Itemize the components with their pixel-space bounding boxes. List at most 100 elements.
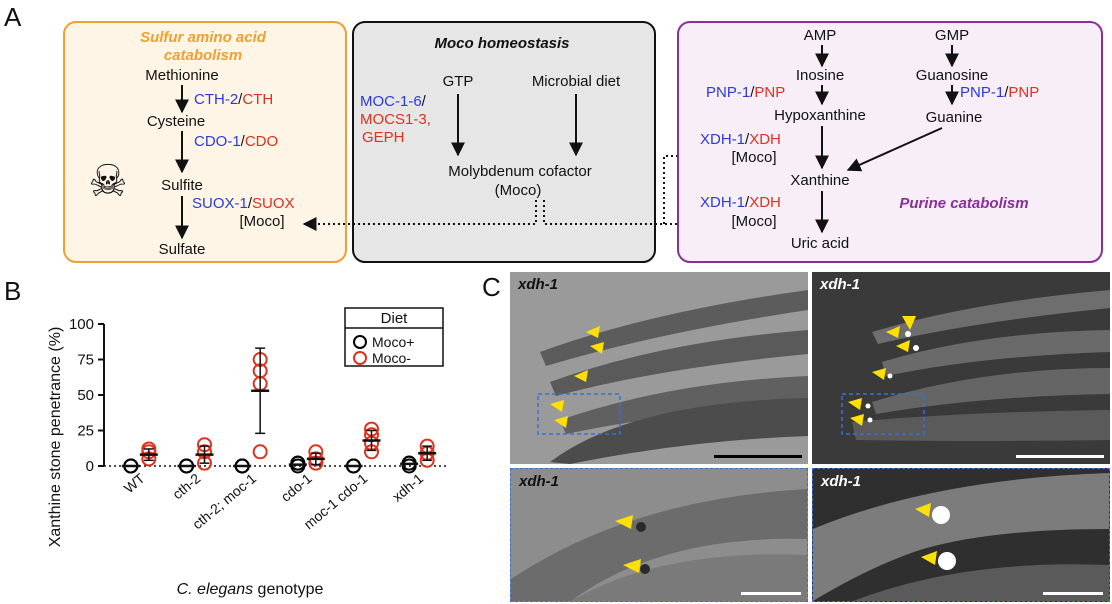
cysteine-label: Cysteine: [147, 113, 205, 130]
guanine-label: Guanine: [926, 109, 983, 126]
stone-spot-1: [905, 331, 911, 337]
suox-enzymes: SUOX-1/SUOX: [192, 195, 295, 212]
dic-scale-bar: [714, 455, 802, 458]
stone-arrowhead-5: [554, 416, 568, 428]
point-moco-plus-3-2: [290, 455, 306, 471]
pnp-b-label: PNP: [1008, 84, 1039, 101]
skull-icon: ☠: [88, 157, 127, 206]
xdh-a-label: XDH: [749, 131, 781, 148]
fluo-arrowhead-1: [886, 326, 900, 338]
stone-spot-5: [867, 417, 873, 423]
gmp-label: GMP: [935, 27, 969, 44]
y-tick-label-0: 0: [86, 458, 94, 475]
fluo-scale-bar: [1016, 455, 1104, 458]
fluo-arrowhead-3: [902, 316, 916, 330]
moc-enzymes: MOC-1-6/: [360, 93, 427, 110]
fluo-arrowhead-6: [850, 414, 864, 426]
y-tick-label-25: 25: [77, 423, 94, 440]
dotted-moco-to-purine: [543, 200, 720, 231]
y-tick-label-75: 75: [77, 352, 94, 369]
hypoxanthine-label: Hypoxanthine: [774, 107, 866, 124]
moc-label: MOC-1-6: [360, 93, 422, 110]
xdh1-a-label: XDH-1: [700, 131, 745, 148]
slash-3: /: [248, 195, 253, 212]
purine-moco-b: [Moco]: [731, 213, 776, 230]
slash-1: /: [238, 91, 243, 108]
panel-a-diagram: A Sulfur amino acid catabolism Methionin…: [4, 2, 1103, 263]
cth-label: CTH: [242, 91, 273, 108]
panel-label-c: C: [482, 272, 501, 302]
xdh-b-label: XDH: [749, 194, 781, 211]
x-tick-label-3: cdo-1: [278, 470, 315, 505]
x-tick-label-1: cth-2: [169, 470, 203, 502]
xdh1-b-label: XDH-1: [700, 194, 745, 211]
zoom-stone-2: [640, 564, 650, 574]
fluo-arrowhead-5: [848, 398, 862, 410]
suox1-label: SUOX-1: [192, 195, 248, 212]
panel-label-b: B: [4, 276, 21, 306]
legend-label-moco-plus: Moco+: [372, 334, 414, 350]
cdo-enzymes: CDO-1/CDO: [194, 133, 278, 150]
chart-marks: [121, 347, 437, 474]
zoom-arrowhead-1: [615, 515, 633, 529]
legend-label-moco-minus: Moco-: [372, 350, 411, 366]
zoom-arrowhead-2: [623, 559, 641, 573]
x-tick-label-5: xdh-1: [389, 470, 426, 505]
guanosine-label: Guanosine: [916, 67, 989, 84]
fluorescence-overview-image: xdh-1: [812, 272, 1110, 464]
sulfate-label: Sulfate: [159, 241, 206, 258]
moco-box: [352, 21, 656, 263]
panel-b-chart: B Xanthine stone penetrance (%) 02550751…: [4, 276, 446, 598]
x-axis-title-rest: genotype: [253, 581, 323, 598]
slash-2: /: [241, 133, 246, 150]
zoom-stone-1: [636, 522, 646, 532]
slash-d: /: [745, 194, 750, 211]
zoom-fluo-arrowhead-2: [921, 551, 937, 565]
xdh-enzymes-b: XDH-1/XDH: [700, 194, 781, 211]
stone-arrowhead-4: [550, 400, 564, 412]
moco-title: Moco homeostasis: [434, 35, 569, 52]
microbial-diet-label: Microbial diet: [532, 73, 621, 90]
sulfur-title-line1: Sulfur amino acid: [140, 29, 267, 46]
inosine-label: Inosine: [796, 67, 844, 84]
stone-arrowhead-1: [586, 326, 600, 338]
xanthine-label: Xanthine: [790, 172, 849, 189]
slash-b: /: [1004, 84, 1009, 101]
dic-zoom-label: xdh-1: [519, 473, 560, 490]
amp-label: AMP: [804, 27, 837, 44]
point-moco-minus-2-0: [252, 444, 268, 460]
zoom-fluo-arrowhead-1: [915, 503, 931, 517]
fluo-arrowhead-2: [896, 340, 910, 352]
pnp-enzymes-a: PNP-1/PNP: [706, 84, 785, 101]
dic-overview-image: xdh-1: [510, 272, 808, 464]
gtp-label: GTP: [443, 73, 474, 90]
fluorescence-zoom-image: xdh-1: [812, 468, 1110, 602]
sulfur-moco-label: [Moco]: [239, 213, 284, 230]
zoom-fluo-stone-2: [938, 552, 956, 570]
stone-spot-3: [887, 373, 893, 379]
cdo1-label: CDO-1: [194, 133, 241, 150]
moco-cofactor-line1: Molybdenum cofactor: [448, 163, 591, 180]
y-tick-label-50: 50: [77, 387, 94, 404]
sulfur-box: [63, 21, 347, 263]
fluo-arrowhead-4: [872, 368, 886, 380]
stone-spot-4: [865, 403, 871, 409]
fluo-zoom-label: xdh-1: [821, 473, 862, 490]
legend-marker-moco-plus: [353, 335, 367, 349]
mocs-label-line2: GEPH: [362, 129, 405, 146]
dic-zoom-image: xdh-1: [510, 468, 808, 602]
pnp-enzymes-b: PNP-1/PNP: [960, 84, 1039, 101]
purine-box: [677, 21, 1103, 263]
fluorescence-worms: [841, 290, 1110, 441]
pnp1-b-label: PNP-1: [960, 84, 1004, 101]
stone-spot-2: [913, 345, 919, 351]
stone-arrowhead-3: [574, 370, 588, 382]
y-tick-label-100: 100: [69, 316, 94, 333]
zoom-fluo-stone-1: [932, 506, 950, 524]
arrow-guanine-xanthine: [846, 127, 943, 172]
methionine-label: Methionine: [145, 67, 218, 84]
panel-label-a: A: [4, 2, 22, 32]
mocs-label-line1: MOCS1-3,: [360, 111, 431, 128]
legend-box: [344, 307, 444, 367]
moco-cofactor-line2: (Moco): [495, 182, 542, 199]
